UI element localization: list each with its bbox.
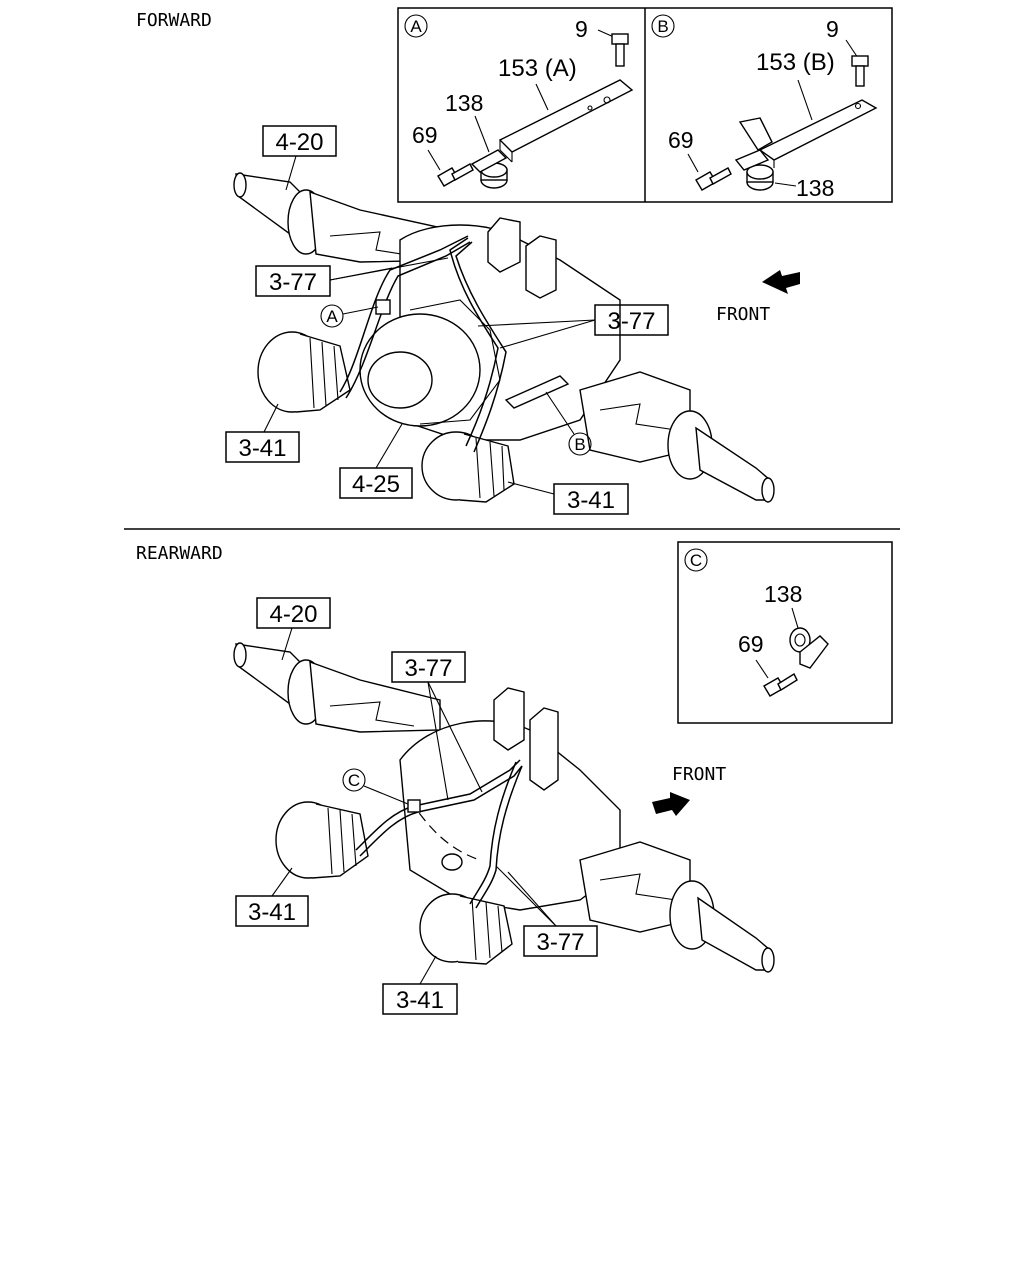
svg-text:4-25: 4-25 — [352, 471, 400, 498]
brake-chamber-rear-left — [275, 801, 369, 879]
callout-3-77-rear-bottom: 3-77 — [495, 865, 598, 957]
svg-text:C: C — [348, 771, 360, 790]
brake-chamber-rear-right — [419, 893, 513, 965]
detail-mark-c-circle — [684, 548, 708, 572]
front-label-top: FRONT — [716, 304, 770, 325]
brake-chamber-fwd-left — [257, 331, 351, 413]
svg-text:4-20: 4-20 — [269, 601, 317, 628]
detail-mark-a-circle — [404, 14, 428, 38]
svg-text:3-41: 3-41 — [248, 899, 296, 926]
part-label-138-a: 138 — [445, 90, 483, 116]
part-label-69-b: 69 — [668, 127, 694, 153]
detail-mark-c: C — [690, 551, 702, 570]
detail-a: A 9 153 (A) 138 69 — [404, 14, 634, 189]
detail-box-a-b — [397, 7, 893, 203]
brake-chamber-fwd-right — [421, 431, 515, 503]
front-arrow-bottom-icon — [652, 792, 690, 816]
callout-a-mark: A — [320, 304, 379, 328]
callout-4-25: 4-25 — [339, 423, 413, 499]
front-label-bottom: FRONT — [672, 764, 726, 785]
bracket-153a-icon — [498, 79, 634, 163]
svg-text:B: B — [574, 435, 585, 454]
detail-c: C 138 69 — [677, 541, 893, 724]
callout-4-20-rear: 4-20 — [256, 597, 331, 661]
part-label-69-c: 69 — [738, 631, 764, 657]
part-label-138-c: 138 — [764, 581, 802, 607]
svg-text:3-77: 3-77 — [404, 655, 452, 682]
svg-text:3-41: 3-41 — [567, 487, 615, 514]
svg-text:3-77: 3-77 — [269, 269, 317, 296]
clip-138-c-icon — [789, 627, 829, 669]
part-label-9-b: 9 — [826, 16, 839, 42]
detail-b: B 9 153 (B) 69 138 — [651, 14, 878, 201]
part-label-153a: 153 (A) — [498, 55, 577, 82]
section-label-rearward: REARWARD — [136, 543, 223, 564]
detail-mark-b: B — [657, 17, 668, 36]
callout-4-20-fwd: 4-20 — [262, 125, 337, 191]
section-label-forward: FORWARD — [136, 10, 212, 31]
front-arrow-top-icon — [762, 270, 800, 294]
svg-text:A: A — [326, 307, 338, 326]
detail-mark-a: A — [410, 17, 422, 36]
callout-3-41-rear-right: 3-41 — [382, 955, 458, 1015]
part-label-69-a: 69 — [412, 122, 438, 148]
svg-text:4-20: 4-20 — [275, 129, 323, 156]
part-label-9-a: 9 — [575, 16, 588, 42]
svg-text:3-41: 3-41 — [238, 435, 286, 462]
callout-3-77-fwd-left: 3-77 — [255, 257, 449, 297]
svg-text:3-41: 3-41 — [396, 987, 444, 1014]
clip-138-b-icon — [734, 149, 774, 191]
rearward-axle-drawing — [233, 642, 775, 973]
callout-c-mark: C — [342, 768, 409, 805]
part-label-138-b: 138 — [796, 175, 834, 201]
callout-3-41-fwd-right: 3-41 — [507, 481, 629, 515]
clip-138-a-icon — [470, 149, 508, 189]
callout-3-77-rear-top: 3-77 — [391, 651, 483, 801]
bolt-69-c-icon — [763, 672, 798, 697]
part-label-153b: 153 (B) — [756, 49, 835, 76]
callout-3-41-fwd-left: 3-41 — [225, 403, 300, 463]
svg-text:3-77: 3-77 — [536, 929, 584, 956]
front-direction-top: FRONT — [716, 270, 800, 325]
callout-3-41-rear-left: 3-41 — [235, 867, 309, 927]
detail-mark-b-circle — [651, 14, 675, 38]
svg-text:3-77: 3-77 — [607, 308, 655, 335]
callout-3-77-fwd-right: 3-77 — [477, 304, 669, 349]
bracket-153b-icon — [738, 99, 878, 168]
bolt-69-a-icon — [437, 163, 474, 187]
bolt-9-b-icon — [851, 55, 869, 87]
bolt-69-b-icon — [695, 167, 732, 191]
front-direction-bottom: FRONT — [652, 764, 726, 816]
bolt-9-a-icon — [611, 33, 629, 67]
callout-b-mark: B — [545, 391, 592, 456]
forward-axle-drawing — [233, 172, 775, 503]
